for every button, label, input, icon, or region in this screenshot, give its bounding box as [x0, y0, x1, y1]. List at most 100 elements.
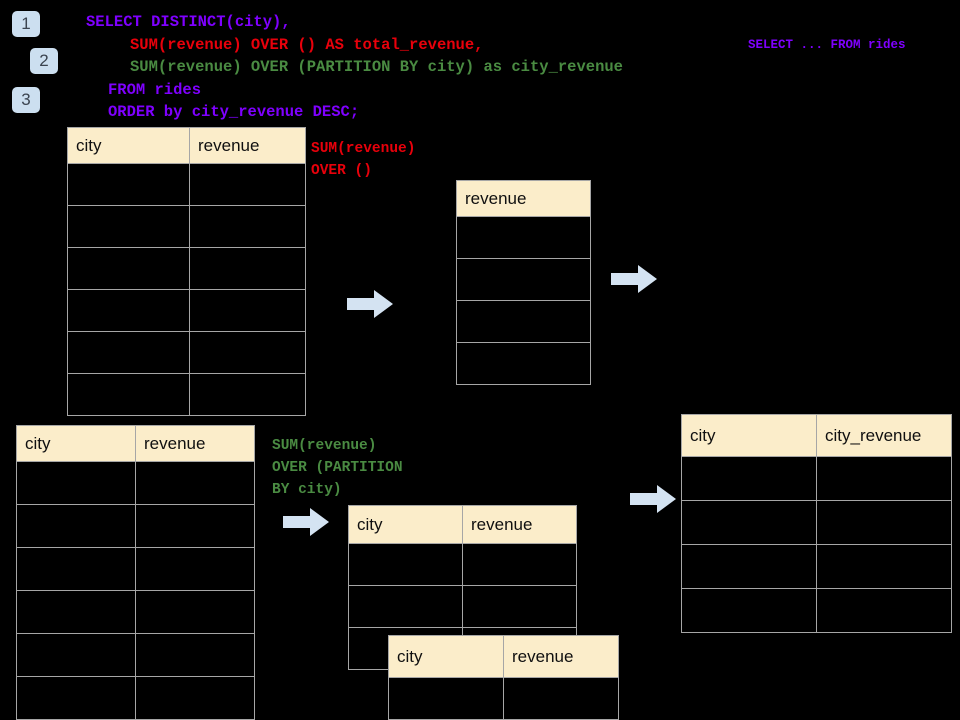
table-row [16, 461, 255, 505]
table-row [67, 331, 306, 374]
table-cell [816, 588, 952, 633]
table-cell [462, 585, 577, 628]
table-header-row: city revenue [67, 127, 306, 164]
table-row [388, 677, 619, 720]
table-header-row: city revenue [388, 635, 619, 678]
table-row [67, 247, 306, 290]
table-cell [456, 300, 591, 343]
table-cell [67, 331, 190, 374]
column-header-revenue: revenue [462, 505, 577, 544]
table-cell [135, 633, 255, 677]
table-header-row: city city_revenue [681, 414, 952, 457]
table-cell [16, 461, 136, 505]
table-row [348, 543, 577, 586]
table-cell [16, 633, 136, 677]
table-row [348, 585, 577, 628]
table-cell [67, 247, 190, 290]
side-note-select-from-rides: SELECT ... FROM rides [748, 38, 906, 52]
table-cell [456, 216, 591, 259]
column-header-city: city [67, 127, 190, 164]
table-cell [388, 677, 504, 720]
column-header-revenue: revenue [135, 425, 255, 462]
table-row [456, 216, 591, 259]
step-badge-3: 3 [12, 87, 40, 113]
table-header-row: revenue [456, 180, 591, 217]
table-cell [67, 373, 190, 416]
arrow-rides-to-total [347, 290, 393, 318]
column-header-city: city [388, 635, 504, 678]
table-cell [16, 676, 136, 720]
annotation-sum-over-partition: SUM(revenue) OVER (PARTITION BY city) [272, 438, 403, 498]
arrow-partition-to-result [630, 485, 676, 513]
table-cell [135, 547, 255, 591]
column-header-city: city [681, 414, 817, 457]
sql-line-city-revenue: SUM(revenue) OVER (PARTITION BY city) as… [130, 58, 623, 76]
table-cell [462, 543, 577, 586]
table-cell [189, 247, 306, 290]
table-cell [135, 676, 255, 720]
table-cell [503, 677, 619, 720]
table-row [67, 205, 306, 248]
sql-line-from: FROM rides [108, 81, 202, 99]
table-row [456, 300, 591, 343]
table-cell [348, 585, 463, 628]
table-cell [135, 590, 255, 634]
table-row [67, 373, 306, 416]
annotation-sum-over-empty: SUM(revenue) OVER () [311, 141, 416, 179]
total-revenue-table: revenue [456, 180, 591, 385]
rides-source-table-2: city revenue [16, 425, 255, 720]
table-cell [816, 456, 952, 501]
sql-line-select: SELECT DISTINCT(city), [86, 13, 291, 31]
table-cell [681, 544, 817, 589]
table-cell [16, 590, 136, 634]
column-header-revenue: revenue [503, 635, 619, 678]
table-cell [67, 289, 190, 332]
table-cell [189, 163, 306, 206]
table-header-row: city revenue [348, 505, 577, 544]
arrow-rides-to-partition [283, 508, 329, 536]
table-cell [681, 500, 817, 545]
table-cell [16, 504, 136, 548]
table-row [16, 633, 255, 677]
table-row [456, 258, 591, 301]
table-cell [67, 163, 190, 206]
table-row [456, 342, 591, 385]
table-cell [816, 544, 952, 589]
column-header-city: city [16, 425, 136, 462]
table-cell [189, 289, 306, 332]
sql-line-total-revenue: SUM(revenue) OVER () AS total_revenue, [130, 36, 484, 54]
table-header-row: city revenue [16, 425, 255, 462]
table-row [16, 504, 255, 548]
column-header-revenue: revenue [189, 127, 306, 164]
table-row [681, 588, 952, 633]
table-row [16, 590, 255, 634]
column-header-city: city [348, 505, 463, 544]
column-header-city-revenue: city_revenue [816, 414, 952, 457]
rides-source-table: city revenue [67, 127, 306, 416]
table-cell [456, 342, 591, 385]
table-row [681, 456, 952, 501]
table-row [67, 289, 306, 332]
partition-group-table-front: city revenue [388, 635, 619, 720]
table-cell [189, 205, 306, 248]
table-row [681, 500, 952, 545]
table-cell [135, 504, 255, 548]
table-row [16, 547, 255, 591]
table-cell [135, 461, 255, 505]
arrow-total-to-result [611, 265, 657, 293]
table-cell [456, 258, 591, 301]
table-cell [681, 588, 817, 633]
column-header-revenue: revenue [456, 180, 591, 217]
table-cell [189, 331, 306, 374]
step-badge-1: 1 [12, 11, 40, 37]
table-row [16, 676, 255, 720]
table-cell [681, 456, 817, 501]
table-cell [348, 543, 463, 586]
step-badge-2: 2 [30, 48, 58, 74]
table-cell [189, 373, 306, 416]
table-cell [67, 205, 190, 248]
table-row [681, 544, 952, 589]
result-table: city city_revenue [681, 414, 952, 633]
table-row [67, 163, 306, 206]
